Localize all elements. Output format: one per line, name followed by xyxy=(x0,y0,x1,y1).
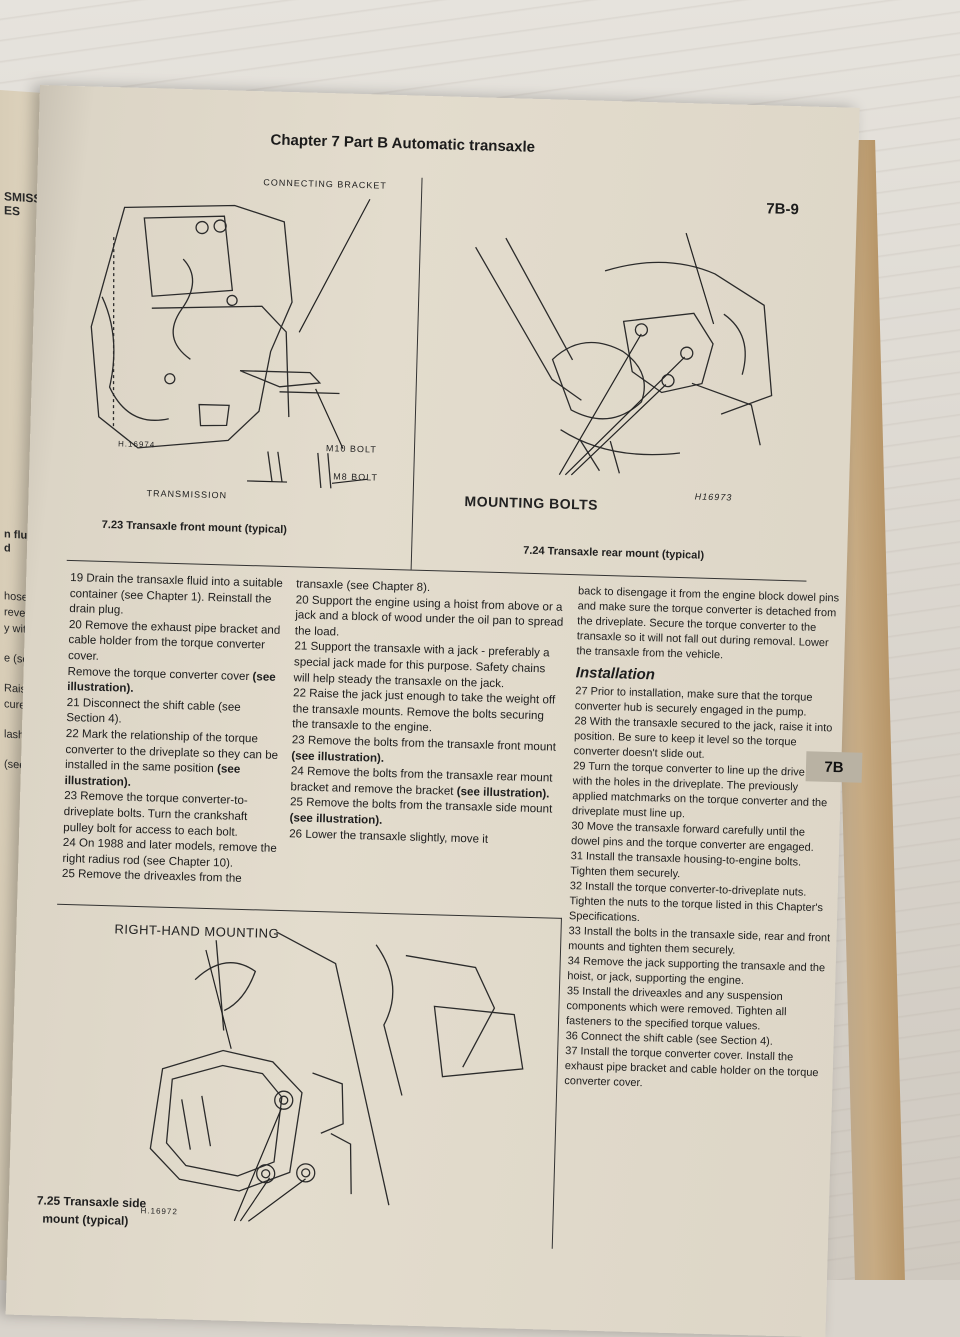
fig-7-25-drawing xyxy=(149,931,524,1222)
paragraph: 29 Turn the torque converter to line up … xyxy=(571,760,835,821)
paragraph: 35 Install the driveaxles and any suspen… xyxy=(565,985,787,1033)
chapter-header: Chapter 7 Part B Automatic transaxle xyxy=(270,131,536,156)
section-heading-installation: Installation xyxy=(575,664,656,684)
fig-7-25-caption: 7.25 Transaxle side xyxy=(36,1193,147,1211)
paragraph: 28 With the transaxle secured to the jac… xyxy=(573,715,833,761)
paragraph: 20 Support the engine using a hoist from… xyxy=(294,592,564,639)
text-column-2: transaxle (see Chapter 8). 20 Support th… xyxy=(289,576,566,849)
fig-7-25-caption-line2: mount (typical) xyxy=(42,1211,129,1228)
left-fragment: d xyxy=(4,542,11,555)
paragraph: 21 Support the transaxle with a jack - p… xyxy=(293,639,550,690)
paragraph: 20 Remove the exhaust pipe bracket and c… xyxy=(67,617,281,663)
paragraph: 22 Mark the relationship of the torque c… xyxy=(64,726,279,789)
paragraph: 37 Install the torque converter cover. I… xyxy=(564,1045,819,1090)
text-column-1: 19 Drain the transaxle fluid into a suit… xyxy=(62,570,285,888)
callout-m10-bolt: M10 BOLT xyxy=(325,443,377,455)
fig-7-24-drawing xyxy=(475,232,773,476)
callout-m8-bolt: M8 BOLT xyxy=(333,471,379,483)
paragraph: 19 Drain the transaxle fluid into a suit… xyxy=(69,571,284,617)
left-fragment: ES xyxy=(4,203,21,219)
paragraph: 23 Remove the torque converter-to-drivep… xyxy=(63,789,248,839)
paragraph: 32 Install the torque converter-to-drive… xyxy=(568,880,824,925)
fig-7-23-drawing xyxy=(90,198,371,489)
chapter-tab: 7B xyxy=(805,751,863,783)
manual-page: Chapter 7 Part B Automatic transaxle 7B-… xyxy=(5,85,860,1337)
paragraph: back to disengage it from the engine blo… xyxy=(576,585,840,662)
paragraph: 22 Raise the jack just enough to take th… xyxy=(292,686,556,735)
figure-code: H.16974 xyxy=(117,439,156,450)
figure-code: H16973 xyxy=(694,491,733,503)
text-column-3: back to disengage it from the engine blo… xyxy=(564,584,840,1096)
